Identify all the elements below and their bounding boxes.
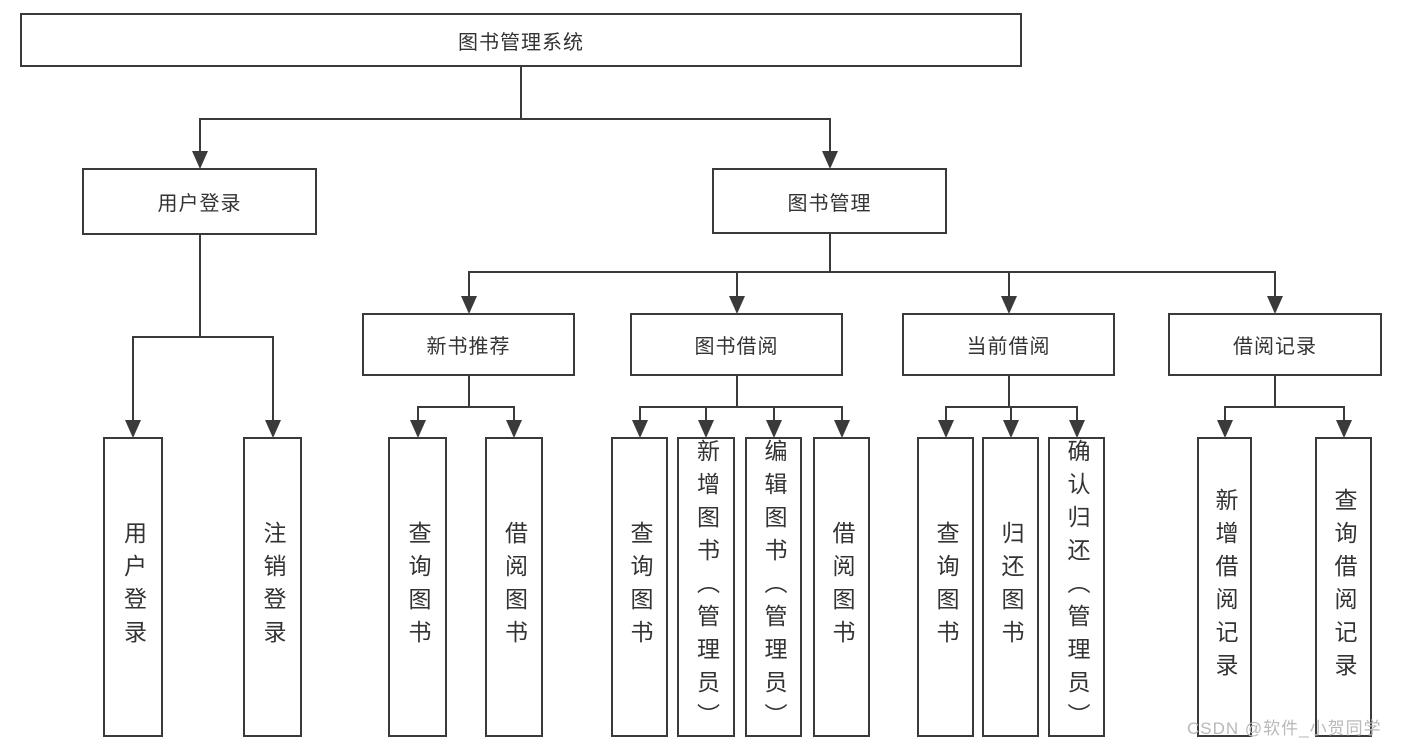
node-book-borrow: 图书借阅 — [630, 313, 843, 376]
connector-line — [1007, 272, 1010, 297]
node-new-book-rec: 新书推荐 — [362, 313, 575, 376]
arrow-down-icon — [821, 151, 838, 169]
arrow-down-icon — [1216, 420, 1233, 438]
node-root: 图书管理系统 — [20, 13, 1022, 67]
arrow-down-icon — [728, 296, 745, 314]
connector-line — [198, 118, 831, 120]
connector-line — [520, 67, 522, 119]
connector-line — [735, 376, 738, 407]
connector-line — [1223, 406, 1345, 408]
node-label: 当前借阅 — [966, 336, 1051, 358]
node-book-mgmt: 图书管理 — [712, 168, 947, 234]
connector-line — [1342, 407, 1345, 421]
arrow-down-icon — [1068, 420, 1085, 438]
connector-line — [840, 407, 843, 421]
connector-line — [1075, 407, 1078, 421]
arrow-down-icon — [937, 420, 954, 438]
node-cb-return: 归还图书 — [982, 437, 1039, 737]
node-label: 图书管理系统 — [458, 31, 584, 54]
node-label: 新书推荐 — [426, 336, 511, 358]
node-nbr-borrow: 借阅图书 — [485, 437, 543, 737]
connector-line — [1009, 407, 1012, 421]
arrow-down-icon — [765, 420, 782, 438]
arrow-down-icon — [264, 420, 281, 438]
watermark: CSDN @软件_小贺同学 — [1187, 719, 1382, 738]
node-borrow-record: 借阅记录 — [1168, 313, 1382, 376]
connector-line — [944, 407, 947, 421]
connector-line — [132, 336, 274, 338]
arrow-down-icon — [833, 420, 850, 438]
connector-line — [828, 119, 831, 152]
node-label: 查询图书 — [627, 521, 653, 653]
node-label: 新增图书（管理员） — [693, 439, 720, 736]
arrow-down-icon — [409, 420, 426, 438]
node-label: 图书借阅 — [694, 336, 779, 358]
arrow-down-icon — [698, 420, 714, 438]
connector-line — [198, 119, 201, 152]
node-label: 用户登录 — [120, 521, 147, 653]
connector-line — [1223, 407, 1226, 421]
node-label: 借阅图书 — [501, 521, 528, 653]
node-bb-edit: 编辑图书（管理员） — [745, 437, 802, 737]
node-label: 归还图书 — [998, 521, 1024, 653]
connector-line — [705, 407, 707, 421]
node-user-login: 用户登录 — [82, 168, 317, 235]
node-br-add: 新增借阅记录 — [1197, 437, 1252, 737]
node-label: 借阅记录 — [1233, 336, 1317, 358]
connector-line — [638, 407, 641, 421]
arrow-down-icon — [460, 296, 477, 314]
node-label: 查询借阅记录 — [1331, 488, 1357, 686]
connector-line — [198, 235, 201, 337]
connector-line — [416, 406, 515, 408]
connector-line — [772, 407, 775, 421]
arrow-down-icon — [506, 420, 522, 438]
node-bb-borrow: 借阅图书 — [813, 437, 870, 737]
connector-line — [638, 406, 843, 408]
node-label: 图书管理 — [787, 192, 872, 215]
node-bb-add: 新增图书（管理员） — [677, 437, 735, 737]
connector-line — [828, 234, 831, 272]
node-label: 确认归还（管理员） — [1064, 439, 1090, 736]
node-label: 用户登录 — [157, 193, 242, 215]
arrow-down-icon — [191, 151, 208, 169]
arrow-down-icon — [1335, 420, 1352, 438]
connector-line — [467, 271, 1276, 273]
node-login: 用户登录 — [103, 437, 163, 737]
arrow-down-icon — [631, 420, 648, 438]
node-label: 查询图书 — [405, 521, 431, 653]
node-label: 查询图书 — [933, 521, 959, 653]
connector-line — [467, 376, 470, 407]
node-label: 新增借阅记录 — [1212, 488, 1238, 686]
connector-line — [467, 272, 470, 297]
arrow-down-icon — [125, 420, 141, 438]
node-label: 编辑图书（管理员） — [761, 439, 787, 736]
node-bb-query: 查询图书 — [611, 437, 668, 737]
connector-line — [132, 337, 134, 421]
arrow-down-icon — [1000, 296, 1017, 314]
arrow-down-icon — [1267, 296, 1283, 314]
connector-line — [1274, 272, 1276, 297]
node-label: 注销登录 — [260, 521, 286, 653]
node-nbr-query: 查询图书 — [388, 437, 447, 737]
connector-line — [271, 337, 274, 421]
connector-line — [416, 407, 419, 421]
connector-line — [513, 407, 515, 421]
node-current-borrow: 当前借阅 — [902, 313, 1115, 376]
node-label: 借阅图书 — [829, 521, 855, 653]
arrow-down-icon — [1002, 420, 1019, 438]
connector-line — [1274, 376, 1276, 407]
connector-line — [1007, 376, 1010, 407]
node-logout: 注销登录 — [243, 437, 302, 737]
node-br-query: 查询借阅记录 — [1315, 437, 1372, 737]
node-cb-query: 查询图书 — [917, 437, 974, 737]
node-cb-confirm: 确认归还（管理员） — [1048, 437, 1105, 737]
connector-line — [735, 272, 738, 297]
